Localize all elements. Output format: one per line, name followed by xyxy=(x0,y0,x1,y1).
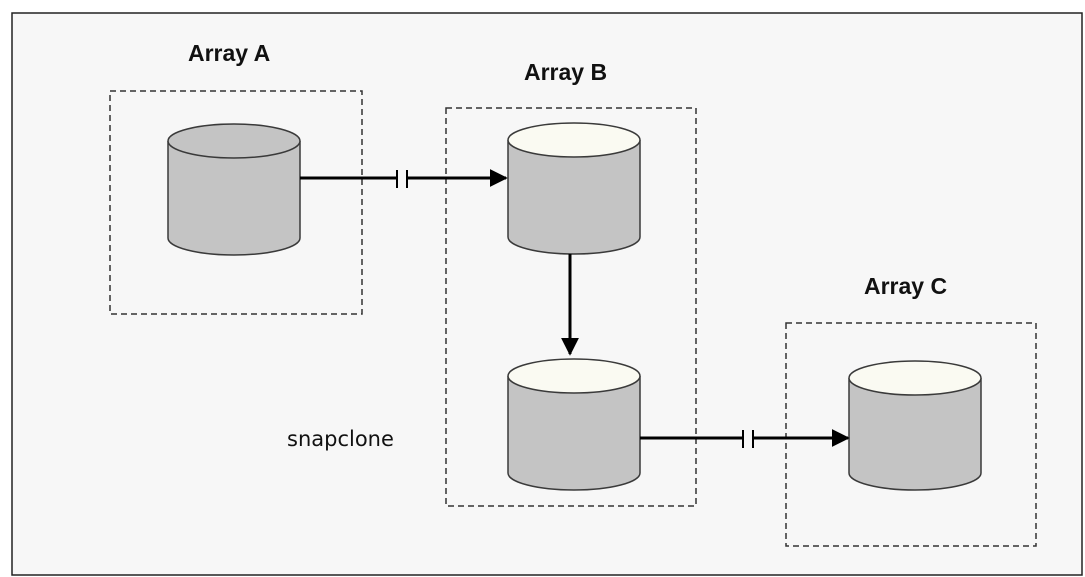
array-c-label: Array C xyxy=(864,273,947,299)
array-a-label: Array A xyxy=(188,40,270,66)
array-c-box xyxy=(785,322,1037,547)
link-snapclone-to-c xyxy=(640,429,850,448)
snapclone-label: snapclone xyxy=(287,427,394,451)
disk-array-a xyxy=(167,123,301,256)
link-a-to-b xyxy=(300,169,508,188)
array-a-box xyxy=(109,90,363,315)
array-b-box xyxy=(445,107,697,507)
disk-array-b-snapclone xyxy=(507,358,641,491)
disk-array-b-source xyxy=(507,122,641,255)
disk-array-c xyxy=(848,360,982,491)
array-b-label: Array B xyxy=(524,59,607,85)
